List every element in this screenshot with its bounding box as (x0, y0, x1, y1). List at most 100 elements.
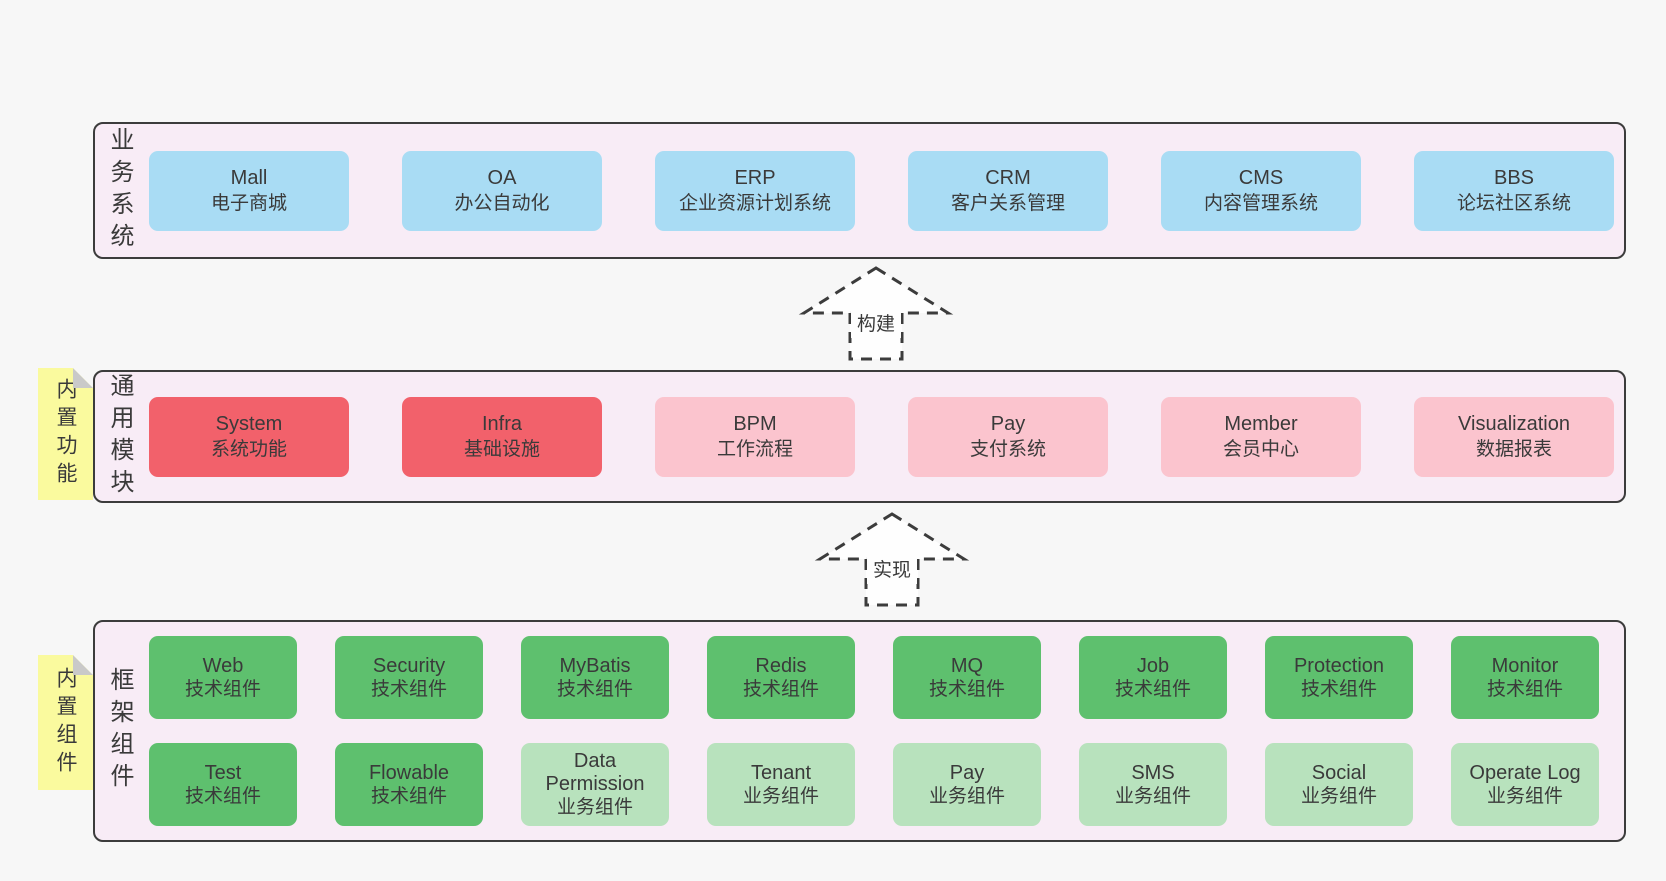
layer-business-systems: 业务系统 Mall 电子商城 OA 办公自动化 ERP 企业资源计划系统 CRM 客户关系管理… (93, 122, 1626, 259)
box-subtitle: 业务组件 (928, 785, 1005, 807)
box-oa: OA 办公自动化 (402, 150, 602, 231)
box-subtitle: 内容管理系统 (1203, 192, 1318, 214)
implement-arrow-icon: 实现 (814, 512, 970, 607)
box-subtitle: 论坛社区系统 (1456, 192, 1571, 214)
box-system: System 系统功能 (149, 396, 349, 477)
box-title: Mall (230, 166, 268, 189)
box-subtitle: 基础设施 (463, 438, 540, 460)
box-title: OA (487, 166, 517, 189)
box-title: BPM (733, 412, 777, 435)
box-subtitle: 客户关系管理 (950, 192, 1065, 214)
box-subtitle: 技术组件 (742, 678, 819, 700)
box-subtitle: 技术组件 (184, 785, 261, 807)
box-title: System (215, 412, 283, 435)
sticky-note-built-in-functions: 内置功能 (38, 368, 93, 500)
box-title: ERP (734, 166, 776, 189)
box-title: Redis (755, 654, 807, 677)
build-arrow-icon: 构建 (798, 266, 954, 361)
arrow-head (814, 512, 970, 561)
sticky-note-label: 内置功能 (54, 378, 77, 490)
layer-label-common-modules: 通用模块 (95, 372, 143, 501)
layer-label-text: 框架组件 (106, 667, 133, 795)
box-subtitle: 系统功能 (210, 438, 287, 460)
box-cms: CMS 内容管理系统 (1161, 150, 1361, 231)
box-subtitle: 技术组件 (184, 678, 261, 700)
box-title: Social (1311, 761, 1367, 784)
arrow-label: 实现 (873, 559, 911, 581)
arrow-label-bg (851, 308, 901, 338)
box-subtitle: 数据报表 (1475, 438, 1552, 460)
layer-label-text: 通用模块 (106, 372, 133, 501)
box-title: Pay (990, 412, 1026, 435)
layer-label-business-systems: 业务系统 (95, 124, 143, 257)
box-title: Operate Log (1469, 761, 1581, 784)
box-title: MyBatis (559, 654, 631, 677)
box-subtitle: 办公自动化 (454, 192, 550, 214)
box-subtitle: 工作流程 (716, 438, 793, 460)
box-title: Web (202, 654, 244, 677)
box-title: Data Permission (545, 750, 645, 795)
box-crm: CRM 客户关系管理 (908, 150, 1108, 231)
arrow-head (798, 266, 954, 315)
box-title: BBS (1493, 166, 1535, 189)
box-title: Job (1136, 654, 1170, 677)
box-title: MQ (950, 654, 984, 677)
box-subtitle: 支付系统 (969, 438, 1046, 460)
business-systems-box-row: Mall 电子商城 OA 办公自动化 ERP 企业资源计划系统 CRM 客户关系管理 CMS 内容… (149, 124, 1624, 257)
box-bpm: BPM 工作流程 (655, 396, 855, 477)
layer-label-framework-components: 框架组件 (95, 622, 143, 840)
box-subtitle: 会员中心 (1222, 438, 1299, 460)
box-subtitle: 技术组件 (1114, 678, 1191, 700)
box-title: CRM (985, 166, 1031, 189)
box-subtitle: 业务组件 (1486, 785, 1563, 807)
box-pay: Pay 支付系统 (908, 396, 1108, 477)
box-subtitle: 技术组件 (928, 678, 1005, 700)
box-subtitle: 业务组件 (742, 785, 819, 807)
sticky-note-label: 内置组件 (54, 666, 77, 779)
box-subtitle: 技术组件 (1300, 678, 1377, 700)
box-visualization: Visualization 数据报表 (1414, 396, 1614, 477)
box-title: Member (1224, 412, 1298, 435)
box-subtitle: 电子商城 (210, 192, 287, 214)
box-title: Visualization (1458, 412, 1570, 435)
box-subtitle: 技术组件 (370, 785, 447, 807)
box-title: Flowable (368, 761, 450, 784)
box-title: Monitor (1491, 654, 1559, 677)
box-title: Test (204, 761, 242, 784)
box-title: Security (372, 654, 446, 677)
box-title: CMS (1238, 166, 1284, 189)
box-member: Member 会员中心 (1161, 396, 1361, 477)
box-subtitle: 技术组件 (1486, 678, 1563, 700)
box-title: Tenant (750, 761, 812, 784)
box-mall: Mall 电子商城 (149, 150, 349, 231)
box-erp: ERP 企业资源计划系统 (655, 150, 855, 231)
box-subtitle: 企业资源计划系统 (678, 192, 831, 214)
sticky-note-built-in-components: 内置组件 (38, 655, 93, 790)
box-subtitle: 业务组件 (1114, 785, 1191, 807)
box-title: Pay (949, 761, 985, 784)
arrow-label: 构建 (857, 313, 895, 335)
box-subtitle: 技术组件 (556, 678, 633, 700)
box-subtitle: 业务组件 (556, 797, 633, 818)
box-bbs: BBS 论坛社区系统 (1414, 150, 1614, 231)
